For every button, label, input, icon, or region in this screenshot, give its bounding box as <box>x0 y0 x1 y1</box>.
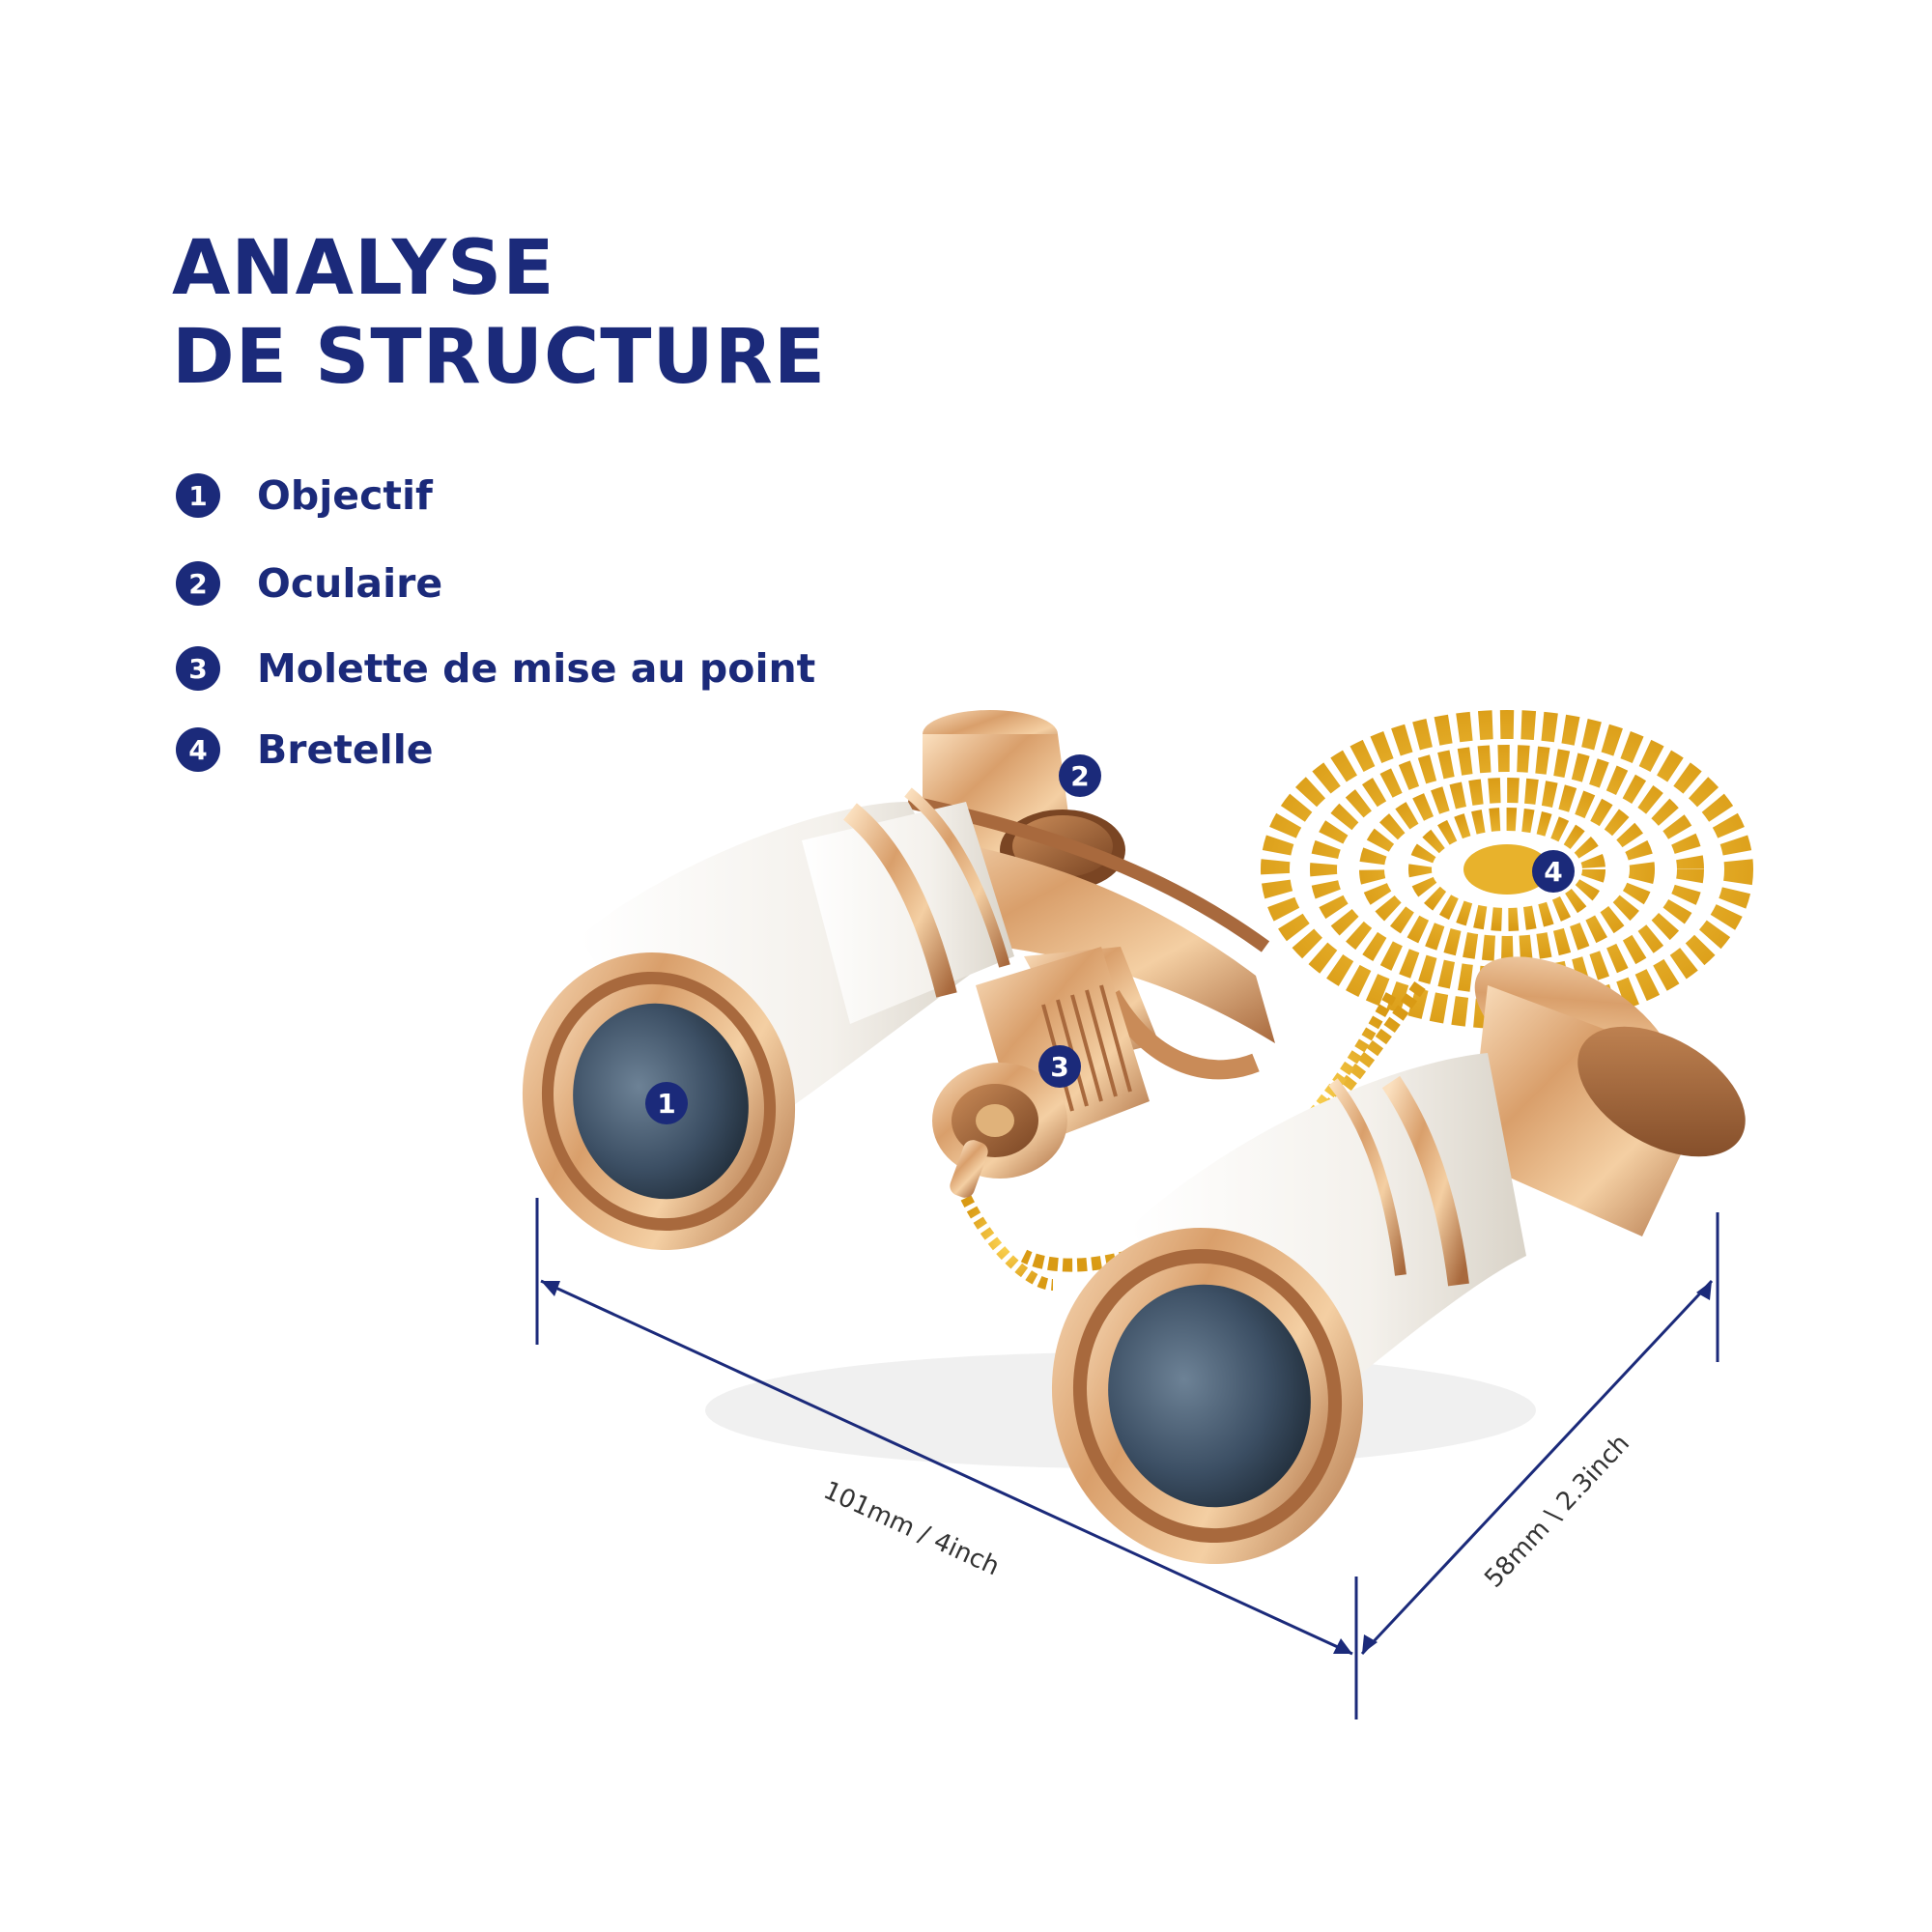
legend-label: Oculaire <box>257 560 443 607</box>
page-title: ANALYSE DE STRUCTURE <box>172 224 826 402</box>
callout-number: 3 <box>1050 1051 1068 1083</box>
length-line <box>540 1279 1353 1656</box>
callout-focus-wheel: 3 <box>1038 1045 1081 1088</box>
dimension-guides <box>535 1198 1719 1719</box>
number-badge: 1 <box>176 473 220 518</box>
title-line-2: DE STRUCTURE <box>172 314 827 401</box>
legend-label: Molette de mise au point <box>257 645 816 692</box>
length-dimension-label: 101mm / 4inch <box>819 1476 1004 1581</box>
callout-number: 4 <box>1544 856 1562 888</box>
legend-item-objective: 1 Objectif <box>176 472 433 519</box>
callout-number: 1 <box>657 1088 675 1120</box>
title-line-1: ANALYSE <box>172 225 555 312</box>
legend-label: Objectif <box>257 472 433 519</box>
callout-number: 2 <box>1070 760 1089 792</box>
legend-item-strap: 4 Bretelle <box>176 726 434 773</box>
number-badge: 3 <box>176 646 220 691</box>
objective-lens-right <box>1051 1227 1364 1565</box>
legend-item-focus-wheel: 3 Molette de mise au point <box>176 645 815 692</box>
callout-strap: 4 <box>1532 850 1575 893</box>
number-badge: 2 <box>176 561 220 606</box>
depth-line <box>1360 1279 1714 1656</box>
legend-label: Bretelle <box>257 726 434 773</box>
callout-objective: 1 <box>645 1082 688 1124</box>
callout-eyepiece: 2 <box>1059 754 1101 797</box>
number-badge: 4 <box>176 727 220 772</box>
legend-item-eyepiece: 2 Oculaire <box>176 560 442 607</box>
dimension-arrowheads <box>541 1281 1712 1654</box>
eyepiece-back-right <box>1468 956 1746 1236</box>
depth-dimension-label: 58mm \ 2.3inch <box>1479 1429 1635 1593</box>
